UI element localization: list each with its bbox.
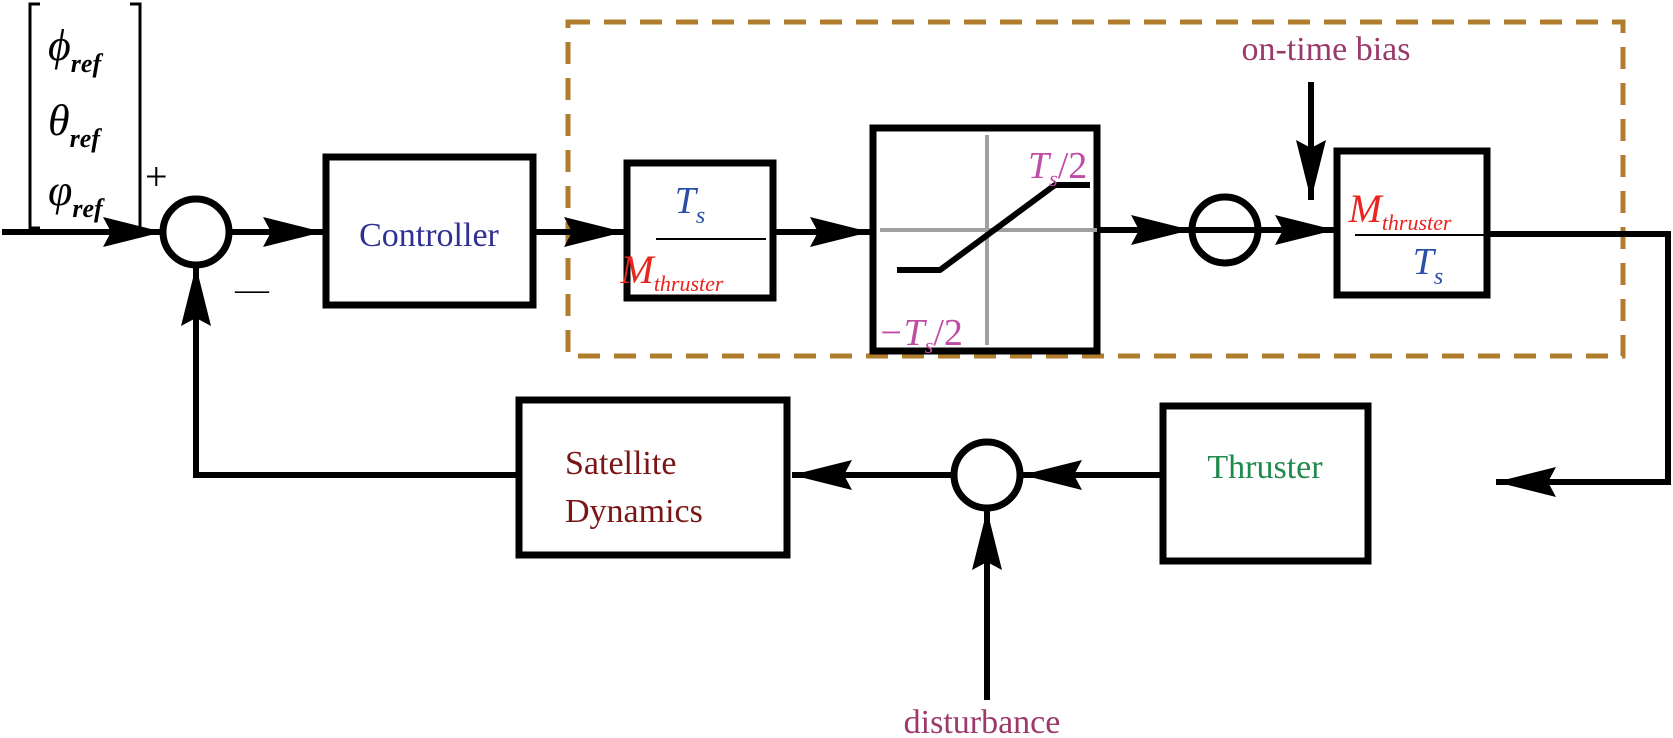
disturbance-label: disturbance (904, 704, 1061, 738)
theta-ref-symbol: θ (48, 96, 70, 145)
phi-ref-symbol: ϕ (48, 21, 71, 70)
minus-sign: — (234, 271, 270, 308)
controller-label: Controller (359, 217, 499, 254)
feedback-wire (193, 300, 519, 478)
saturation-curve (897, 182, 1090, 273)
psi-ref-subscript: ref (72, 194, 105, 223)
svg-text:θref: θref (48, 96, 102, 153)
satellite-dynamics-block (515, 396, 791, 559)
gain-to-thruster-wire (1487, 231, 1671, 485)
modulator-dashed-box (565, 19, 1626, 359)
saturation-upper-rest: /2 (1058, 145, 1088, 187)
svg-text:Ts: Ts (1413, 241, 1443, 290)
on-time-bias-label: on-time bias (1241, 31, 1410, 68)
satellite-label-line2: Dynamics (565, 493, 703, 530)
gain-in-numerator: T (675, 180, 699, 222)
gain-m-over-ts-block (1333, 147, 1491, 299)
psi-ref-symbol: φ (48, 166, 72, 215)
svg-text:Ts: Ts (675, 180, 705, 229)
gain-in-denominator-sub: thruster (654, 271, 724, 296)
saturation-upper-sub: s (1049, 166, 1058, 191)
gain-out-numerator: M (1347, 186, 1384, 231)
svg-text:Mthruster: Mthruster (1347, 186, 1451, 235)
gain-ts-over-m-block (623, 159, 777, 302)
reference-vector: ϕref θref φref (28, 2, 142, 230)
svg-text:−Ts/2: −Ts/2 (878, 312, 963, 358)
gain-in-denominator: M (619, 247, 656, 292)
svg-text:φref: φref (48, 166, 105, 223)
saturation-lower-label: −T (878, 312, 928, 354)
gain-out-denominator-sub: s (1434, 264, 1443, 290)
gain-in-numerator-sub: s (696, 203, 705, 229)
thruster-label: Thruster (1207, 449, 1323, 486)
plus-sign: + (145, 154, 168, 199)
svg-text:Ts/2: Ts/2 (1028, 145, 1087, 191)
svg-text:ϕref: ϕref (48, 21, 103, 78)
saturation-lower-sub: s (925, 333, 934, 358)
svg-text:Mthruster: Mthruster (619, 247, 723, 296)
satellite-label-line1: Satellite (565, 445, 676, 482)
saturation-upper-label: T (1028, 145, 1052, 187)
gain-out-denominator: T (1413, 241, 1437, 283)
theta-ref-subscript: ref (70, 124, 103, 153)
thruster-block (1159, 402, 1372, 565)
error-summing-junction (159, 195, 233, 269)
gain-out-numerator-sub: thruster (1382, 210, 1452, 235)
phi-ref-subscript: ref (71, 49, 104, 78)
saturation-lower-rest: /2 (933, 312, 963, 354)
disturbance-summing-junction (950, 438, 1024, 512)
